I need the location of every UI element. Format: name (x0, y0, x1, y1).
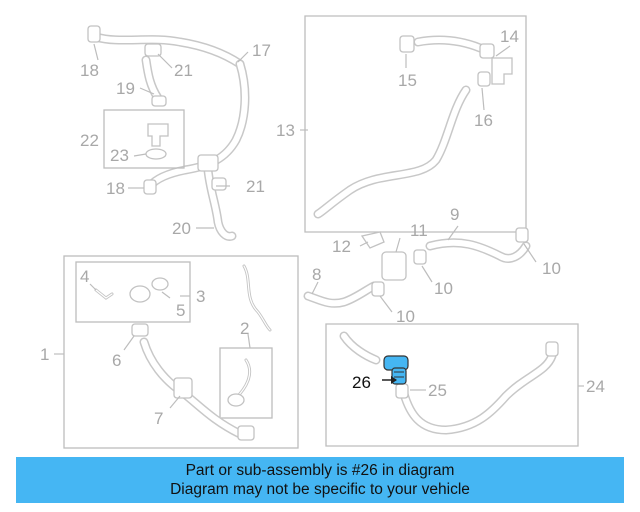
callout-19: 19 (116, 79, 135, 98)
leader-lines (54, 43, 584, 409)
callout-7: 7 (154, 409, 163, 428)
callout-10-far: 10 (542, 259, 561, 278)
callout-6: 6 (112, 351, 121, 370)
box-24 (325, 323, 579, 447)
callout-21-top: 21 (174, 61, 193, 80)
callout-18-top: 18 (80, 61, 99, 80)
clamp-15 (399, 35, 415, 53)
callout-26-highlighted[interactable]: 26 (352, 373, 371, 392)
callout-17: 17 (252, 41, 271, 60)
hose-end-3 (129, 285, 151, 303)
callout-1: 1 (40, 345, 49, 364)
callout-3: 3 (196, 287, 205, 306)
clamp-18-bottom (143, 179, 157, 195)
clamp-10-right (413, 249, 427, 265)
box-22 (103, 109, 185, 169)
callout-13: 13 (276, 121, 295, 140)
group-13 (304, 15, 527, 233)
clamp-10-far (515, 227, 529, 243)
valve-22 (147, 123, 169, 147)
clamp-21-bottom (211, 177, 227, 191)
callout-12: 12 (332, 237, 351, 256)
fitting-17 (197, 154, 219, 172)
o-ring-23 (145, 148, 167, 160)
banner-line-2: Diagram may not be specific to your vehi… (170, 481, 470, 498)
box-3 (75, 261, 191, 323)
clamp-18-top (87, 25, 101, 43)
group-middle (303, 227, 531, 308)
clamp-19 (151, 95, 167, 107)
clip-2 (227, 393, 245, 407)
callout-24: 24 (586, 377, 605, 396)
clamp-21-top (144, 43, 162, 57)
callout-5: 5 (176, 301, 185, 320)
clamp-upper-14 (479, 43, 495, 59)
box-1 (63, 255, 299, 449)
group-1 (63, 255, 299, 449)
callout-14: 14 (500, 27, 519, 46)
callout-22: 22 (80, 131, 99, 150)
info-banner: Part or sub-assembly is #26 in diagram D… (16, 457, 624, 503)
callout-labels: 18 21 19 17 22 23 18 21 20 13 15 14 16 1… (40, 27, 605, 428)
clamp-10-lower (371, 281, 385, 297)
housing-11 (381, 251, 407, 281)
fitting-7 (173, 377, 193, 399)
callout-8: 8 (312, 265, 321, 284)
clamp-25 (395, 383, 409, 399)
clamp-6 (131, 323, 149, 337)
clamp-24-end (545, 341, 559, 357)
callout-10-right: 10 (434, 279, 453, 298)
banner-line-1: Part or sub-assembly is #26 in diagram (185, 462, 455, 479)
callout-9: 9 (450, 205, 459, 224)
callout-16: 16 (474, 111, 493, 130)
o-ring-5 (151, 277, 169, 291)
highlighted-part-26[interactable] (383, 355, 409, 385)
callout-21-bottom: 21 (246, 177, 265, 196)
clamp-lower-1 (237, 425, 255, 441)
callout-15: 15 (398, 71, 417, 90)
callout-18-bottom: 18 (106, 179, 125, 198)
group-upper-left (87, 25, 250, 241)
connector-14 (491, 57, 513, 85)
callout-23: 23 (110, 146, 129, 165)
callout-10-lower: 10 (396, 307, 415, 326)
callout-25: 25 (428, 381, 447, 400)
box-2 (219, 347, 273, 419)
callout-4: 4 (80, 267, 89, 286)
clamp-16 (477, 71, 491, 87)
leader-26-arrow (391, 376, 397, 384)
callout-20: 20 (172, 219, 191, 238)
callout-2: 2 (240, 319, 249, 338)
bracket-12 (360, 231, 385, 249)
group-24 (325, 323, 579, 447)
callout-11: 11 (410, 221, 428, 240)
